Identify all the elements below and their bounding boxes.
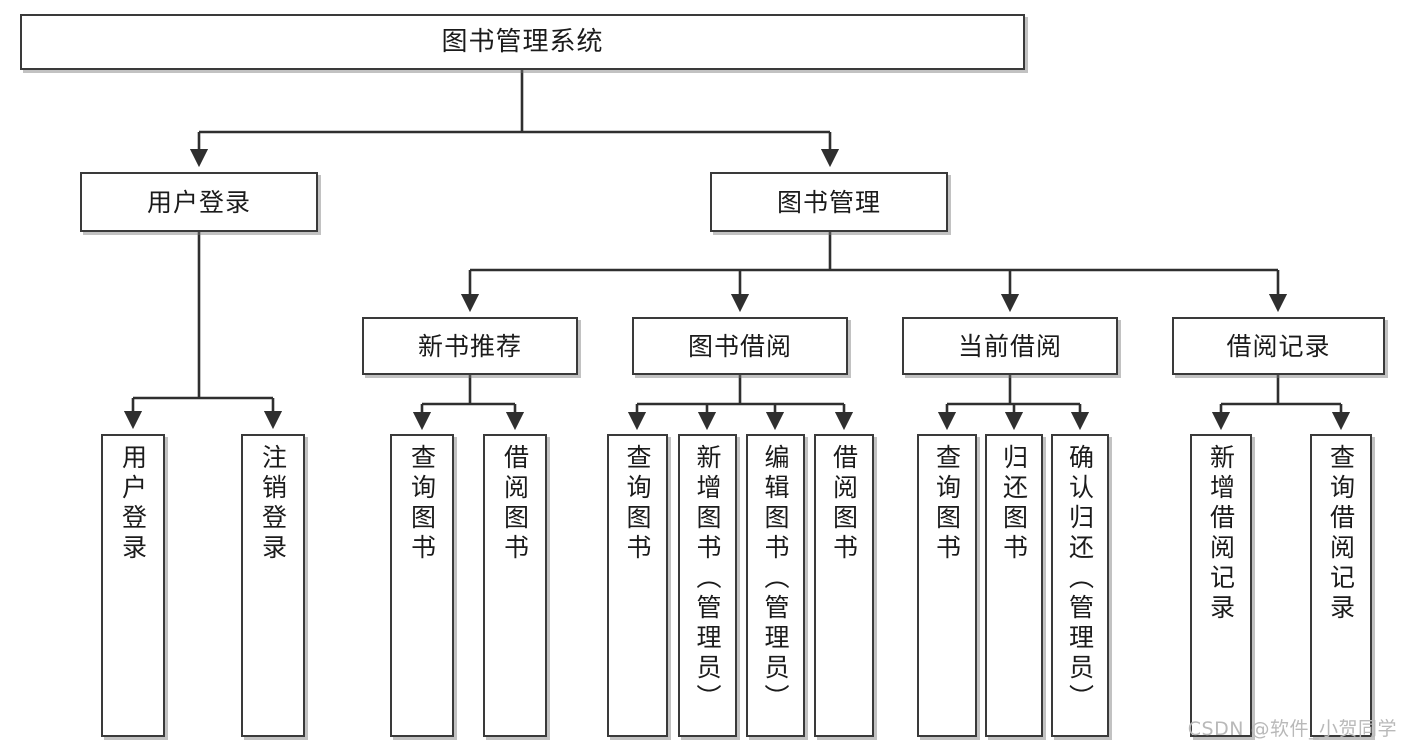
node-root[interactable]: 图书管理系统 — [20, 14, 1025, 70]
node-leaf-user-login-label: 用户登录 — [118, 444, 148, 564]
node-leaf-query-record-label: 查询借阅记录 — [1326, 444, 1356, 624]
node-leaf-add-book[interactable]: 新增图书（管理员） — [678, 434, 737, 737]
node-current-borrow[interactable]: 当前借阅 — [902, 317, 1118, 375]
node-leaf-query-book-1-label: 查询图书 — [407, 444, 437, 564]
node-leaf-query-book-1[interactable]: 查询图书 — [390, 434, 454, 737]
node-leaf-confirm-return-label: 确认归还（管理员） — [1065, 444, 1095, 714]
node-book-borrow-label: 图书借阅 — [687, 331, 792, 361]
node-leaf-logout-label: 注销登录 — [258, 444, 288, 564]
node-leaf-borrow-book-1-label: 借阅图书 — [500, 444, 530, 564]
node-leaf-add-book-label: 新增图书（管理员） — [693, 444, 722, 714]
node-current-borrow-label: 当前借阅 — [957, 331, 1062, 361]
csdn-watermark: CSDN @软件_小贺同学 — [1187, 718, 1397, 740]
node-leaf-borrow-book-2-label: 借阅图书 — [829, 444, 859, 564]
node-root-label: 图书管理系统 — [441, 26, 604, 57]
node-borrow-record-label: 借阅记录 — [1226, 331, 1331, 361]
node-book-borrow[interactable]: 图书借阅 — [632, 317, 848, 375]
node-leaf-return-book[interactable]: 归还图书 — [985, 434, 1043, 737]
node-leaf-add-record-label: 新增借阅记录 — [1206, 444, 1236, 624]
node-new-book-recommend[interactable]: 新书推荐 — [362, 317, 578, 375]
node-book-manage[interactable]: 图书管理 — [710, 172, 948, 232]
node-user-login-label: 用户登录 — [146, 187, 251, 217]
node-new-book-recommend-label: 新书推荐 — [417, 331, 522, 361]
node-leaf-confirm-return[interactable]: 确认归还（管理员） — [1051, 434, 1109, 737]
node-borrow-record[interactable]: 借阅记录 — [1172, 317, 1385, 375]
node-leaf-query-book-2[interactable]: 查询图书 — [607, 434, 668, 737]
node-book-manage-label: 图书管理 — [776, 187, 881, 217]
node-leaf-edit-book-label: 编辑图书（管理员） — [761, 444, 790, 714]
node-leaf-query-book-3-label: 查询图书 — [932, 444, 962, 564]
node-leaf-return-book-label: 归还图书 — [999, 444, 1029, 564]
node-leaf-logout[interactable]: 注销登录 — [241, 434, 305, 737]
node-leaf-borrow-book-1[interactable]: 借阅图书 — [483, 434, 547, 737]
node-leaf-edit-book[interactable]: 编辑图书（管理员） — [746, 434, 805, 737]
node-leaf-query-book-3[interactable]: 查询图书 — [917, 434, 977, 737]
node-user-login[interactable]: 用户登录 — [80, 172, 318, 232]
node-leaf-query-record[interactable]: 查询借阅记录 — [1310, 434, 1372, 737]
node-leaf-user-login[interactable]: 用户登录 — [101, 434, 165, 737]
node-leaf-query-book-2-label: 查询图书 — [623, 444, 652, 564]
node-leaf-add-record[interactable]: 新增借阅记录 — [1190, 434, 1252, 737]
node-leaf-borrow-book-2[interactable]: 借阅图书 — [814, 434, 874, 737]
